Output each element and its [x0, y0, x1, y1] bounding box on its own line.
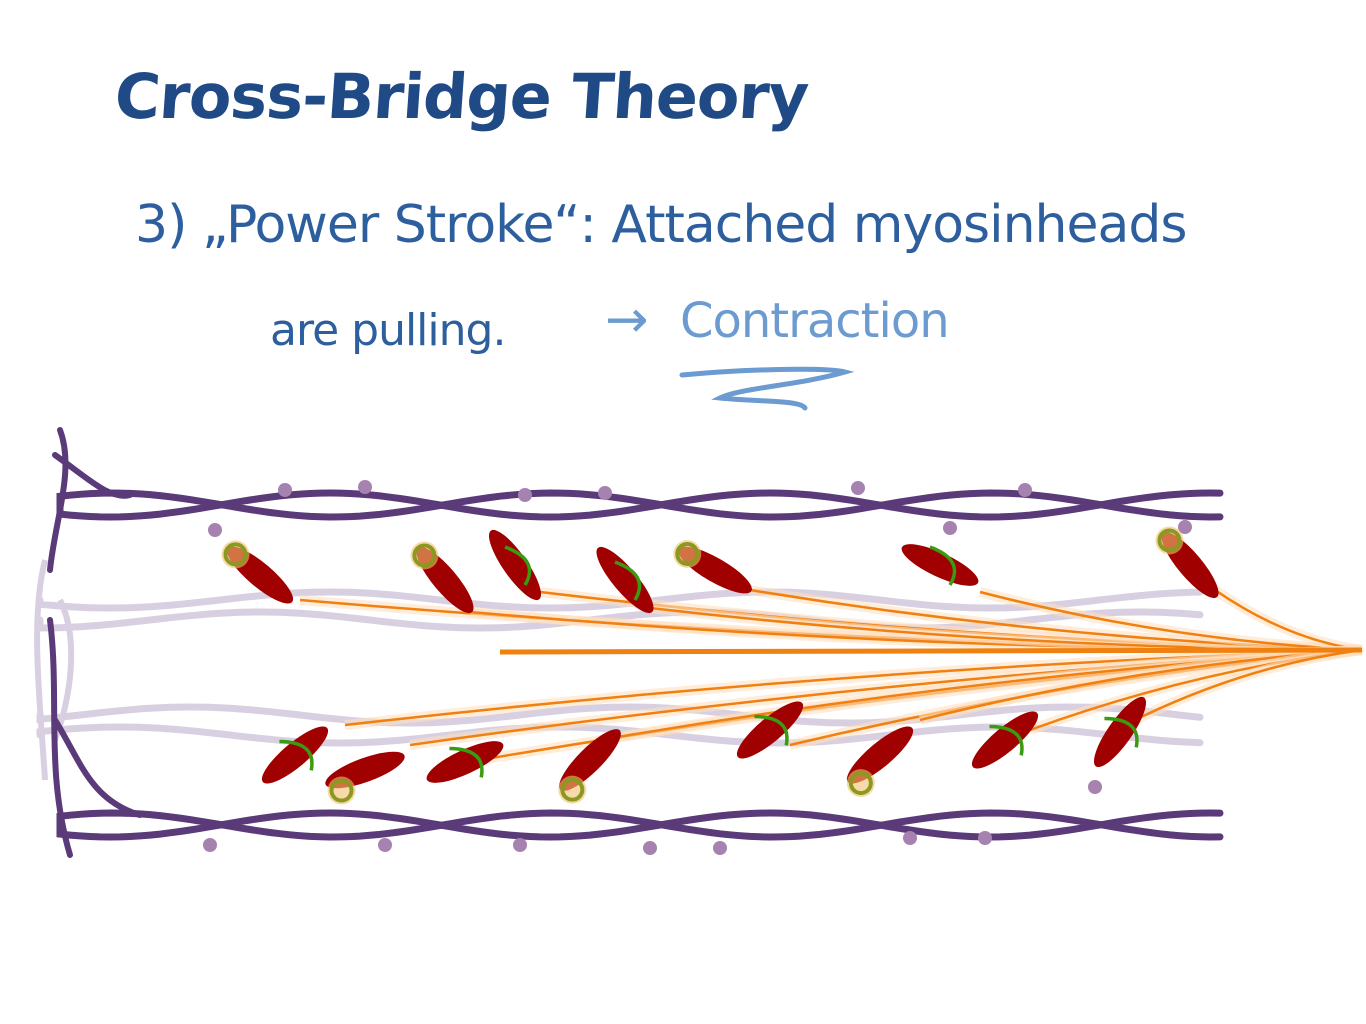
binding-site [278, 483, 292, 497]
atp-binding-arc [929, 545, 957, 586]
arrow-icon: → [605, 290, 649, 350]
attached-binding-site [412, 543, 437, 568]
myosin-head [559, 729, 621, 791]
binding-site [1018, 483, 1032, 497]
binding-site [518, 488, 532, 502]
atp-binding-arc [989, 724, 1024, 756]
attached-binding-site [1157, 528, 1182, 553]
step-description-cont: are pulling. [270, 305, 506, 356]
binding-site [378, 838, 392, 852]
binding-site [943, 521, 957, 535]
binding-site [903, 831, 917, 845]
attached-binding-site [223, 542, 248, 567]
myosin-head [261, 726, 329, 784]
myosin-head [846, 726, 914, 784]
myosin-head [1093, 696, 1147, 768]
binding-site [598, 486, 612, 500]
myosin-head [736, 701, 804, 759]
binding-site [358, 480, 372, 494]
binding-site [513, 838, 527, 852]
title: Cross-Bridge Theory [112, 60, 811, 133]
binding-site [643, 841, 657, 855]
faded-actin-filament [36, 703, 1204, 727]
result-label: Contraction [680, 293, 950, 349]
z-disc [47, 427, 143, 858]
myosin-tail [1134, 648, 1363, 722]
underline-squiggle [679, 366, 855, 411]
attached-binding-site [329, 778, 354, 803]
binding-site [713, 841, 727, 855]
actin-filament [56, 809, 1224, 841]
atp-binding-arc [449, 746, 484, 778]
myosin-head [596, 546, 654, 614]
binding-site [1088, 780, 1102, 794]
binding-site [1178, 520, 1192, 534]
atp-binding-arc [1104, 716, 1139, 748]
binding-site [851, 481, 865, 495]
atp-binding-arc [504, 545, 532, 586]
myosin-head [901, 544, 979, 586]
binding-site [203, 838, 217, 852]
attached-binding-site [560, 777, 585, 802]
myosin-head [488, 529, 542, 601]
binding-site [978, 831, 992, 845]
atp-binding-arc [279, 739, 314, 771]
binding-site [208, 523, 222, 537]
atp-binding-arc [614, 560, 642, 601]
actin-filament [56, 809, 1224, 841]
atp-binding-arc [754, 714, 789, 746]
myosin-head [426, 741, 504, 783]
thick-filament-core [499, 647, 1363, 655]
myosin-head [971, 711, 1039, 769]
step-description: 3) „Power Stroke“: Attached myosinheads [135, 195, 1187, 255]
attached-binding-site [675, 542, 700, 566]
attached-binding-site [848, 771, 873, 796]
actin-filament [56, 489, 1224, 521]
